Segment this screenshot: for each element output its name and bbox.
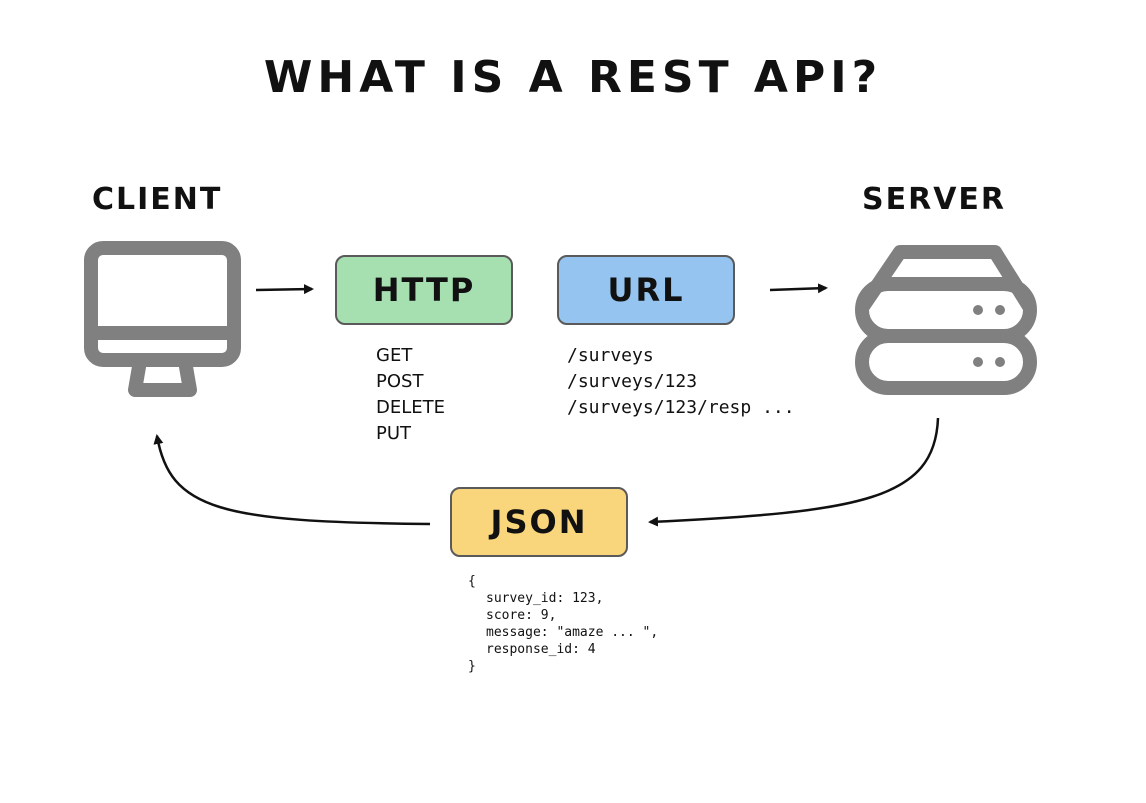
diagram-title: WHAT IS A REST API? xyxy=(263,52,883,103)
json-brace-open: { xyxy=(468,574,476,589)
monitor-icon xyxy=(84,241,241,397)
url-path-item: /surveys/123 xyxy=(567,371,698,392)
server-label: SERVER xyxy=(862,182,1007,217)
url-box: URL xyxy=(557,255,735,325)
client-label: CLIENT xyxy=(92,182,223,217)
http-label: HTTP xyxy=(372,271,476,309)
json-brace-close: } xyxy=(468,659,476,674)
json-code-line: score: 9, xyxy=(486,608,557,623)
http-methods-list: GET POST DELETE PUT xyxy=(376,343,445,447)
url-path-item: /surveys xyxy=(567,345,654,366)
arrow-server-to-json xyxy=(648,417,940,527)
arrow-client-to-http xyxy=(255,284,314,295)
arrow-url-to-server xyxy=(769,283,828,294)
url-label: URL xyxy=(607,271,685,309)
server-icon xyxy=(855,245,1037,395)
url-path-item: /surveys/123/resp ... xyxy=(567,397,795,418)
http-method-item: POST xyxy=(376,371,424,392)
json-code-line: message: "amaze ... ", xyxy=(486,625,659,640)
json-box: JSON xyxy=(450,487,628,557)
http-box: HTTP xyxy=(335,255,513,325)
http-method-item: GET xyxy=(376,345,413,366)
json-label: JSON xyxy=(490,503,588,541)
url-paths-list: /surveys /surveys/123 /surveys/123/resp … xyxy=(567,343,795,421)
json-code-line: response_id: 4 xyxy=(486,642,596,657)
json-code-line: survey_id: 123, xyxy=(486,591,604,606)
http-method-item: DELETE xyxy=(376,397,446,418)
json-code-sample: { survey_id: 123, score: 9, message: "am… xyxy=(468,573,658,675)
arrow-json-to-client xyxy=(153,434,431,526)
http-method-item: PUT xyxy=(376,423,412,444)
